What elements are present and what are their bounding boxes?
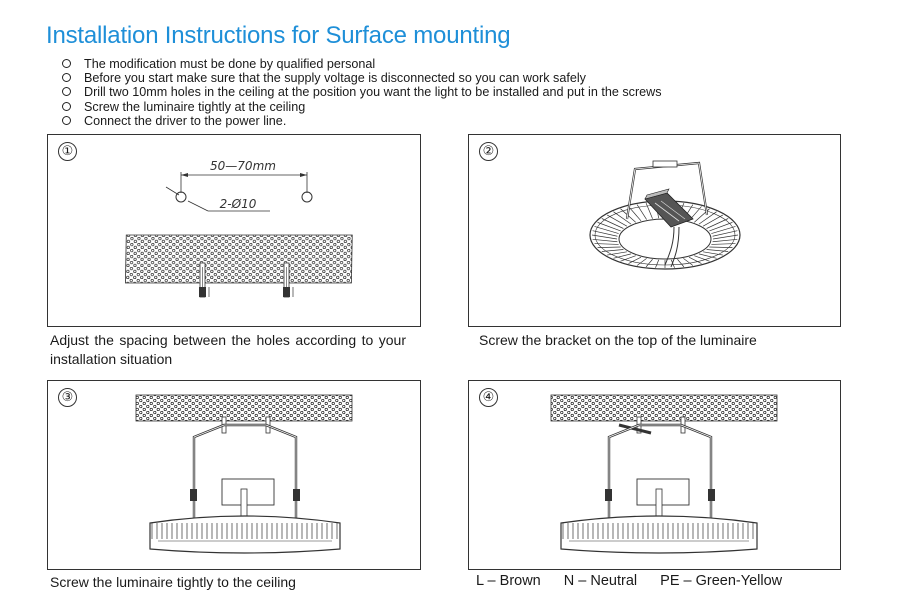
- wiring-legend: L – Brown N – Neutral PE – Green-Yellow: [476, 573, 801, 589]
- bullet-ring-icon: [62, 115, 71, 125]
- wiring-legend-item: N – Neutral: [563, 573, 638, 589]
- step-3-panel: ③: [47, 380, 421, 570]
- list-item: Drill two 10mm holes in the ceiling at t…: [62, 85, 662, 99]
- list-item-text: Screw the luminaire tightly at the ceili…: [84, 99, 306, 114]
- ceiling-fixing-diagram: [135, 394, 353, 554]
- step-number-badge: ②: [479, 142, 498, 161]
- page-title: Installation Instructions for Surface mo…: [46, 22, 511, 49]
- bullet-ring-icon: [62, 59, 71, 68]
- power-connection-diagram: [550, 394, 778, 554]
- list-item-text: Drill two 10mm holes in the ceiling at t…: [84, 85, 662, 100]
- spacing-dimension-label: 50—70mm: [210, 159, 276, 173]
- step-4-panel: ④: [468, 380, 841, 570]
- list-item-text: Connect the driver to the power line.: [84, 113, 287, 128]
- instruction-list: The modification must be done by qualifi…: [62, 57, 662, 128]
- step-number-badge: ①: [58, 142, 77, 161]
- bullet-ring-icon: [62, 101, 71, 111]
- ceiling-drilling-diagram: 50—70mm 2-Ø10: [125, 159, 353, 298]
- step-number-badge: ③: [58, 388, 77, 407]
- step-2-panel: ②: [468, 134, 841, 327]
- list-item-text: Before you start make sure that the supp…: [84, 71, 586, 86]
- list-item: Screw the luminaire tightly at the ceili…: [62, 100, 662, 114]
- list-item-text: The modification must be done by qualifi…: [84, 57, 376, 71]
- list-item: Before you start make sure that the supp…: [62, 71, 662, 85]
- step-1-caption: Adjust the spacing between the holes acc…: [50, 332, 406, 367]
- hole-size-label: 2-Ø10: [220, 197, 257, 211]
- step-3-caption: Screw the luminaire tightly to the ceili…: [50, 574, 296, 590]
- step-2-caption: Screw the bracket on the top of the lumi…: [479, 332, 757, 348]
- bracket-mounting-diagram: [589, 160, 741, 270]
- list-item: The modification must be done by qualifi…: [62, 57, 662, 71]
- wiring-legend-item: L – Brown: [476, 573, 541, 589]
- bullet-ring-icon: [62, 73, 71, 83]
- wiring-legend-item: PE – Green-Yellow: [660, 573, 783, 589]
- step-1-panel: 50—70mm 2-Ø10 ①: [47, 134, 421, 327]
- list-item: Connect the driver to the power line.: [62, 114, 662, 128]
- step-number-badge: ④: [479, 388, 498, 407]
- bullet-ring-icon: [62, 87, 71, 97]
